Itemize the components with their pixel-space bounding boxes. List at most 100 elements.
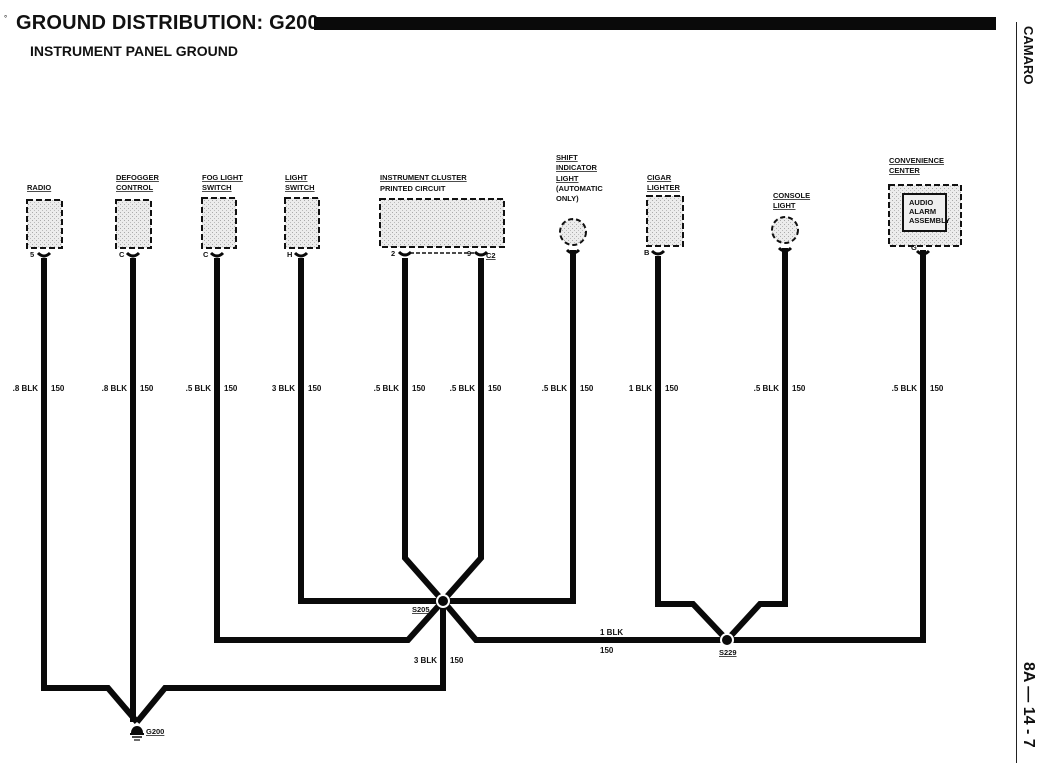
component-label: RADIO [27,183,51,192]
component-label: LIGHTER [647,183,680,192]
circuit-label: 150 [51,384,65,393]
component-label: INDICATOR [556,163,598,172]
ground-icon [131,726,143,733]
circuit-label: 150 [224,384,238,393]
wire-gauge-label: .5 BLK [754,384,780,393]
wires [41,248,926,724]
pin-label: 9 [467,249,471,258]
inner-label: ASSEMBLY [909,216,950,225]
component-instrument-cluster: INSTRUMENT CLUSTER PRINTED CIRCUIT 2 9 C2 [379,173,505,260]
pin-label: C [119,250,125,259]
wire-gauge-label: 3 BLK [414,656,437,665]
terminal-icon [777,246,793,253]
splice-s229-dot [722,635,732,645]
circuit-label: 150 [600,646,614,655]
page-subtitle: INSTRUMENT PANEL GROUND [30,43,238,59]
component-label: LIGHT [773,201,796,210]
model-label: CAMARO [1021,26,1036,85]
component-label: ONLY) [556,194,579,203]
pin-label: G [911,243,917,252]
ic2-wire [402,258,446,603]
component-label: PRINTED CIRCUIT [380,184,446,193]
circuit-label: 150 [488,384,502,393]
pin-label: 2 [391,249,395,258]
radio-wire [41,258,140,724]
circuit-label: 150 [930,384,944,393]
fog-wire [214,258,446,643]
terminal-icon [565,248,581,255]
component-label: SHIFT [556,153,578,162]
component-radio: RADIO 5 [26,183,63,259]
side-rule [1016,22,1017,763]
component-label: SWITCH [285,183,315,192]
pin-label: C [203,250,209,259]
circuit-label: 150 [450,656,464,665]
component-label: LIGHT [285,173,308,182]
component-label: CIGAR [647,173,672,182]
component-label: DEFOGGER [116,173,160,182]
component-box [284,197,320,249]
component-label: LIGHT [556,174,579,183]
wire-gauge-label: 3 BLK [272,384,295,393]
inner-box [902,193,947,232]
light-bulb-icon [559,218,587,246]
component-label: CONSOLE [773,191,810,200]
cigar-wire [655,256,730,643]
console-wire [724,248,788,643]
component-box [201,197,237,249]
circuit-label: 150 [412,384,426,393]
component-box [26,199,63,249]
circuit-label: 150 [140,384,154,393]
scan-mark: ° [4,14,8,23]
component-box [646,195,684,247]
terminal-icon [650,249,666,256]
component-box [115,199,152,249]
component-label: SWITCH [202,183,232,192]
page-number: 8A — 14 - 7 [1020,662,1037,748]
wire-gauge-label: .5 BLK [374,384,400,393]
terminal-icon [397,250,413,257]
wire-gauge-label: .8 BLK [13,384,39,393]
component-box [379,198,505,248]
wire-gauge-label: 1 BLK [629,384,652,393]
component-label: (AUTOMATIC [556,184,603,193]
splice-s229-label: S229 [719,648,737,657]
terminal-icon [293,251,309,258]
convenience-wire [727,250,926,643]
terminal-icon [915,249,931,256]
wire-gauge-label: 1 BLK [600,628,623,637]
light-bulb-icon [771,216,799,244]
splice-s205-label: S205 [412,605,430,614]
component-label: INSTRUMENT CLUSTER [380,173,467,182]
s205-g200-wire [134,601,446,724]
shift-wire [443,250,576,604]
ground-g200: G200 [130,726,164,741]
s205-s229-wire [440,599,727,643]
ground-label: G200 [146,727,164,736]
title-rule-bar [314,17,996,30]
wire-gauge-label: .5 BLK [542,384,568,393]
terminal-icon [125,251,141,258]
splice-s205-dot [438,596,448,606]
connector-label: C2 [486,251,496,260]
pin-label: B [644,248,650,257]
ic9-wire [440,258,484,603]
pin-label: H [287,250,292,259]
wire-gauge-label: .5 BLK [450,384,476,393]
component-label: FOG LIGHT [202,173,243,182]
circuit-label: 150 [308,384,322,393]
terminal-icon [473,250,489,257]
pin-label: 5 [30,250,34,259]
component-label: CONVENIENCE [889,156,944,165]
wire-gauge-label: .5 BLK [892,384,918,393]
circuit-label: 150 [792,384,806,393]
